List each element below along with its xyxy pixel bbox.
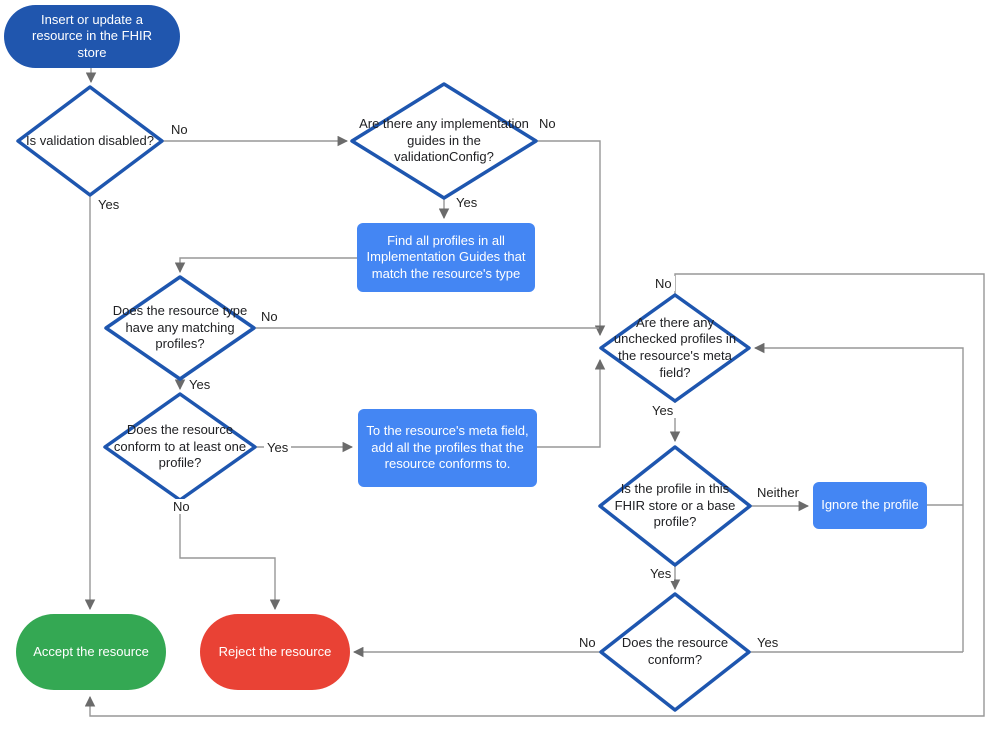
branch-label-validation-no: No <box>168 122 191 137</box>
edge-guides-no-to-unchecked <box>536 140 606 337</box>
edge-loop-to-unchecked <box>753 342 964 652</box>
edge-add-to-unchecked <box>537 358 606 448</box>
branch-label-profile-neither: Neither <box>754 485 802 500</box>
branch-label-guides-no: No <box>536 116 559 131</box>
accept-node-label: Accept the resource <box>33 643 149 659</box>
branch-label-conforms-yes: Yes <box>264 440 292 455</box>
process-ignore-profile: Ignore the profile <box>813 482 927 529</box>
decision-profile-in-store-shape <box>598 445 752 567</box>
accept-node: Accept the resource <box>16 614 166 690</box>
process-add-profiles-label: To the resource's meta field, add all th… <box>366 423 529 472</box>
decision-unchecked-profiles-shape <box>599 293 751 403</box>
decision-implementation-guides-shape <box>350 82 538 200</box>
reject-node: Reject the resource <box>200 614 350 690</box>
process-find-profiles: Find all profiles in all Implementation … <box>357 223 535 292</box>
edge-find-to-matching <box>174 257 357 274</box>
decision-resource-conforms-shape <box>599 592 751 712</box>
decision-resource-conforms-label: Does the resource conform? <box>621 635 729 667</box>
branch-label-conforms-no: No <box>170 499 193 514</box>
decision-validation-disabled-shape <box>16 85 164 197</box>
branch-label-unchecked-yes: Yes <box>649 403 677 418</box>
reject-node-label: Reject the resource <box>218 643 332 659</box>
branch-label-profile-yes: Yes <box>647 566 675 581</box>
process-ignore-profile-label: Ignore the profile <box>821 497 919 513</box>
branch-label-unchecked-no: No <box>652 276 675 291</box>
edge-unchecked-no-to-accept <box>84 273 985 717</box>
process-find-profiles-label: Find all profiles in all Implementation … <box>366 232 526 281</box>
decision-profile-in-store-label: Is the profile in this FHIR store or a b… <box>614 481 736 530</box>
decision-matching-profiles-label: Does the resource type have any matching… <box>112 303 248 352</box>
branch-label-conform-yes: Yes <box>754 635 782 650</box>
branch-label-matching-no: No <box>258 309 281 324</box>
decision-conforms-to-one-label: Does the resource conform to at least on… <box>113 422 247 471</box>
branch-label-matching-yes: Yes <box>186 377 214 392</box>
branch-label-conform-no: No <box>576 635 599 650</box>
start-node: Insert or update a resource in the FHIR … <box>4 5 180 68</box>
decision-unchecked-profiles-label: Are there any unchecked profiles in the … <box>613 314 737 380</box>
process-add-profiles-to-meta: To the resource's meta field, add all th… <box>358 409 537 487</box>
branch-label-validation-yes: Yes <box>95 197 123 212</box>
branch-label-guides-yes: Yes <box>453 195 481 210</box>
edge-conforms-no-to-reject <box>179 500 281 611</box>
decision-matching-profiles-shape <box>104 275 256 381</box>
decision-validation-disabled-label: Is validation disabled? <box>26 132 154 148</box>
start-node-label: Insert or update a resource in the FHIR … <box>32 11 152 60</box>
decision-implementation-guides-label: Are there any implementation guides in t… <box>359 116 529 165</box>
